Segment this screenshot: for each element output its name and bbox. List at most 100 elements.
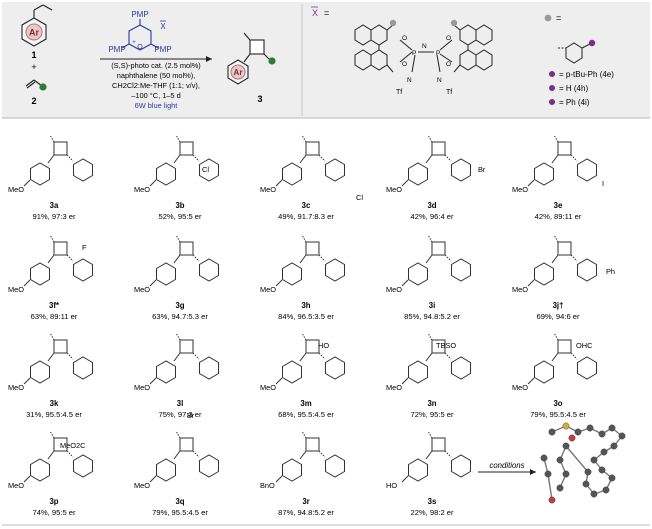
anion-equals: = <box>324 8 329 18</box>
xray-atom <box>598 430 606 438</box>
legend-aryl-fragment <box>558 42 591 64</box>
aryl-bond-left <box>47 352 55 362</box>
pyrylium-charge: + <box>132 40 136 46</box>
photocatalyst-structure <box>121 19 159 51</box>
condition-line-3: CH2Cl2:Me-THF (1:1; v/v), <box>112 81 200 90</box>
oxygen-atom: O <box>446 61 451 68</box>
methyl-bond <box>175 430 181 439</box>
grey-dot-icon <box>389 19 397 27</box>
substituent-label: F <box>82 243 87 252</box>
methyl-bond <box>175 234 181 243</box>
compound-result: 72%, 95:5 er <box>410 410 454 419</box>
pyrylium-oxygen: O <box>137 44 143 51</box>
compound-result: 42%, 96:4 er <box>410 212 454 221</box>
compound-result: 42%, 89:11 er <box>535 212 582 221</box>
para-group-label: MeO <box>260 285 276 294</box>
aryl-ring-left <box>30 262 50 286</box>
para-bond <box>527 179 535 187</box>
oxygen-atom: O <box>402 35 407 42</box>
aryl-bond-left <box>425 254 433 264</box>
aryl-ring-right <box>325 356 345 380</box>
aryl-ring-left <box>30 162 50 186</box>
cyclobutane-ring <box>179 437 194 452</box>
compound-id: 3i <box>429 301 436 310</box>
aryl-bond-right <box>318 352 326 360</box>
methyl-bond <box>427 332 433 341</box>
cyclobutane-ring <box>305 141 320 156</box>
purple-dot-icon <box>588 39 596 47</box>
catalyst-anion: X <box>160 22 166 31</box>
aryl-ring-left <box>408 458 428 482</box>
aryl-bond-right <box>192 154 200 162</box>
xray-structure-image <box>540 422 626 504</box>
methyl-bond <box>301 332 307 341</box>
phosphorus-atom: P <box>436 50 440 57</box>
anion-x-label: X <box>312 8 318 18</box>
compound-id: 3s <box>428 497 437 506</box>
para-bond <box>527 377 535 385</box>
aryl-bond-right <box>66 450 74 458</box>
compound-id: 3b <box>175 201 184 210</box>
cyclobutane-ring <box>305 339 320 354</box>
para-bond <box>275 377 283 385</box>
phosphorus-atom: P <box>412 50 416 57</box>
methyl-bond <box>49 234 55 243</box>
conditions-arrow-group: conditions <box>478 461 536 475</box>
aryl-bond-left <box>299 254 307 264</box>
aryl-bond-right <box>444 352 452 360</box>
xray-bond <box>547 473 553 501</box>
aryl-bond-left <box>425 154 433 164</box>
aryl-ring-left <box>156 458 176 482</box>
xray-atom <box>568 434 576 442</box>
para-bond <box>275 279 283 287</box>
green-dot-product-icon <box>268 57 276 65</box>
para-group-label: MeO <box>512 383 528 392</box>
para-bond <box>149 179 157 187</box>
aryl-bond-right <box>570 154 578 162</box>
compound-id: 3j† <box>553 301 564 310</box>
binol-anion-structure <box>354 24 493 73</box>
compound-id: 3h <box>301 301 310 310</box>
compound-id: 3f* <box>49 301 60 310</box>
pmp-right: PMP <box>154 45 171 54</box>
para-group-label: MeO <box>8 285 24 294</box>
aryl-ring-left <box>30 360 50 384</box>
aryl-bond-left <box>173 254 181 264</box>
aryl-ring-left <box>282 262 302 286</box>
para-group-label: MeO <box>260 383 276 392</box>
xray-atom <box>590 490 598 498</box>
tf-right: Tf <box>446 89 452 96</box>
aryl-bond-left <box>47 254 55 264</box>
xray-atom <box>556 456 564 464</box>
condition-line-5: 6W blue light <box>135 101 178 110</box>
compound-id: 3e <box>554 201 563 210</box>
para-bond <box>401 377 409 385</box>
compound-id: 3n <box>427 399 436 408</box>
ar-label-reactant: Ar <box>29 28 39 38</box>
compound-id: 3k <box>50 399 59 408</box>
xray-atom <box>598 466 606 474</box>
purple-dot-icon <box>549 71 555 77</box>
compound-result: 85%, 94.8:5.2 er <box>404 312 460 321</box>
xray-atom <box>590 456 598 464</box>
xray-atom <box>562 470 570 478</box>
aryl-ring-left <box>156 162 176 186</box>
aryl-ring-left <box>534 162 554 186</box>
legend-item-4i: = Ph (4i) <box>559 98 590 107</box>
aryl-bond-right <box>66 254 74 262</box>
methyl-bond <box>427 234 433 243</box>
compound-id: 3a <box>50 201 59 210</box>
aryl-ring-right <box>73 258 93 282</box>
aryl-bond-right <box>444 254 452 262</box>
compound-result: 63%, 89:11 er <box>31 312 78 321</box>
para-bond <box>23 475 31 483</box>
cyclobutane-ring <box>179 141 194 156</box>
reactant-2-label: 2 <box>31 96 36 106</box>
compound-result: 84%, 96.5:3.5 er <box>278 312 334 321</box>
methyl-bond <box>553 332 559 341</box>
